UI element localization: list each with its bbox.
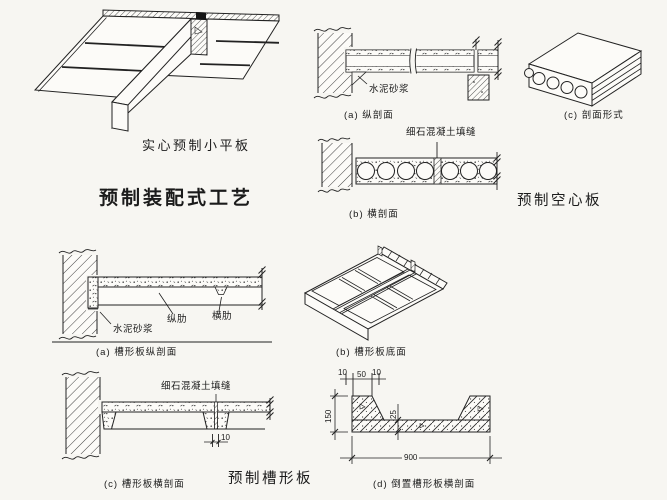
hollow-slab-name: 预制空心板 [517, 193, 602, 209]
caption-section-form: (c) 剖面形式 [564, 110, 624, 121]
mortar-label-bottom: 水泥砂浆 [113, 324, 154, 335]
dim-top-mid: 50 [357, 370, 366, 379]
fig-hollow-slab-long-section [313, 25, 502, 101]
mortar-label-top: 水泥砂浆 [369, 84, 410, 95]
long-rib-label: 纵肋 [167, 314, 188, 325]
fig-hollow-slab-cross-section [317, 135, 501, 195]
caption-long-section: (a) 纵剖面 [344, 110, 394, 121]
caption-channel-cross-section: (c) 槽形板横剖面 [104, 479, 185, 490]
dim-top-left: 10 [338, 368, 347, 377]
solid-slab-caption: 实心预制小平板 [142, 138, 251, 153]
dim-height: 150 [324, 409, 333, 423]
fig-solid-flat-slab-iso [33, 9, 280, 132]
fig-channel-slab-cross-section [61, 369, 274, 462]
joint-label-top: 细石混凝土填缝 [406, 127, 477, 138]
dim-top-right: 10 [372, 368, 381, 377]
dim-flange: 25 [389, 410, 398, 419]
caption-channel-long-section: (a) 槽形板纵剖面 [96, 347, 178, 358]
caption-channel-bottom-view: (b) 槽形板底面 [336, 347, 407, 358]
joint-dim-label: 10 [221, 433, 230, 442]
dim-width: 900 [402, 453, 420, 462]
fig-hollow-slab-iso [524, 32, 643, 107]
joint-label-bottom: 细石混凝土填缝 [161, 381, 232, 392]
caption-cross-section: (b) 横剖面 [349, 209, 399, 220]
channel-slab-name: 预制槽形板 [228, 471, 313, 487]
page-title: 预制装配式工艺 [99, 188, 254, 209]
fig-channel-slab-long-section [52, 247, 272, 343]
fig-channel-slab-bottom-view [303, 245, 448, 341]
caption-inverted-section: (d) 倒置槽形板横剖面 [373, 479, 476, 490]
fig-inverted-channel-section [330, 373, 502, 464]
cross-rib-label: 横肋 [212, 311, 233, 322]
